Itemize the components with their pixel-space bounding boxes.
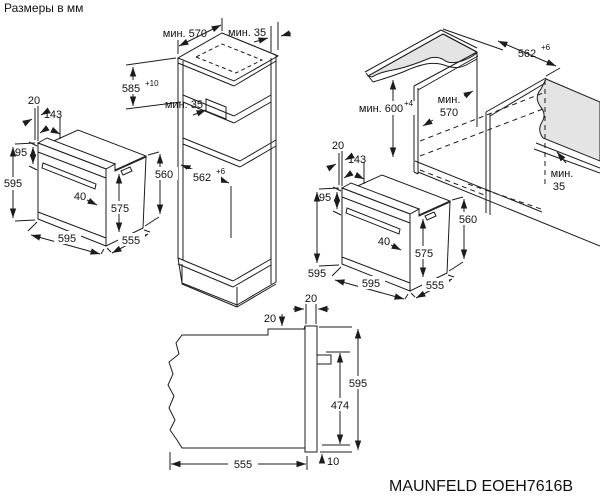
dim-side-height: 595 <box>349 378 367 390</box>
cabinet-plinth <box>181 264 277 308</box>
dim-cab-rear-gap: мин. 35 <box>228 27 266 39</box>
dim-oven-height: 595 <box>308 268 326 280</box>
vent-cutout <box>205 98 227 120</box>
dim-oven-handle-inset: 40 <box>74 191 86 203</box>
dim-uc-rear-gap-2: 35 <box>553 181 565 193</box>
oven-right-labels: 20 143 95 595 560 40 575 595 555 <box>303 140 482 292</box>
dim-side-top-inset: 20 <box>264 313 276 325</box>
dim-oven-handle-inset: 40 <box>378 236 390 248</box>
dim-oven-panel-height: 95 <box>319 192 331 204</box>
cabinet-floor <box>177 257 272 288</box>
under-counter-drawing: 562 +6 мин. 600 +4 мин. 570 мин. 35 <box>352 28 600 247</box>
dim-uc-depth-min-2: 570 <box>440 107 458 119</box>
dim-side-bottom-gap: 10 <box>327 456 339 468</box>
side-view-handle <box>316 354 332 365</box>
dim-oven-width: 595 <box>58 233 76 245</box>
dim-oven-body-height: 560 <box>155 169 173 181</box>
right-panel-torn-face <box>536 78 600 162</box>
side-view-body <box>167 325 318 453</box>
dim-oven-panel-height: 95 <box>15 147 27 159</box>
cabinet-front-left-edge <box>177 58 184 260</box>
dim-cab-niche-width-tol: +6 <box>216 167 226 176</box>
left-side-panel <box>413 51 479 175</box>
dim-oven-top-inset: 20 <box>332 140 344 152</box>
dim-cab-niche-height: 585 <box>122 83 140 95</box>
dim-oven-width: 595 <box>362 278 380 290</box>
dim-oven-door-height: 575 <box>415 248 433 260</box>
model-label: MAUNFELD EOEH7616B <box>389 478 573 495</box>
hidden-floor-edges <box>419 92 545 211</box>
dim-uc-height-min: мин. 600 <box>359 103 403 115</box>
oven-side-view: 20 20 595 474 10 555 <box>167 293 372 471</box>
top-clearance-outline <box>194 43 264 74</box>
dim-cab-depth-min: мин. 570 <box>163 28 207 40</box>
worktop-surface <box>366 33 478 78</box>
oven-left-labels: 20 143 95 595 560 40 575 595 555 <box>0 95 178 247</box>
dim-oven-top-inset: 20 <box>28 95 40 107</box>
dim-cab-vent-gap: мин. 35 <box>165 99 203 111</box>
dim-side-inner-height: 474 <box>331 400 349 412</box>
dim-oven-body-height: 560 <box>459 214 477 226</box>
niche-floor-edge <box>414 160 600 247</box>
dim-oven-door-height: 575 <box>111 203 129 215</box>
worktop-front-edge <box>365 58 478 83</box>
dim-side-frame-depth: 20 <box>305 293 317 305</box>
right-side-panel <box>485 77 548 215</box>
dim-uc-niche-width-tol: +6 <box>541 43 551 52</box>
dim-oven-depth: 555 <box>122 235 140 247</box>
dim-uc-height-tol: +4 <box>404 99 414 108</box>
dim-uc-depth-min-1: мин. <box>438 94 461 106</box>
dim-cab-niche-width: 562 <box>193 172 211 184</box>
dim-oven-depth: 555 <box>426 280 444 292</box>
dim-cab-niche-height-tol: +10 <box>145 79 159 88</box>
tall-cabinet-drawing: мин. 570 мин. 35 585 +10 мин. 35 562 +6 <box>114 18 292 308</box>
niche-top-shelf <box>182 137 277 168</box>
page-title: Размеры в мм <box>4 1 83 15</box>
dim-uc-rear-gap-1: мин. <box>551 168 574 180</box>
dim-oven-top-width: 143 <box>44 109 62 121</box>
dim-uc-niche-width: 562 <box>518 48 536 60</box>
cabinet-right-edge <box>270 55 277 284</box>
dim-oven-top-width: 143 <box>348 154 366 166</box>
dim-oven-height: 595 <box>4 178 22 190</box>
dim-side-depth: 555 <box>234 459 252 471</box>
